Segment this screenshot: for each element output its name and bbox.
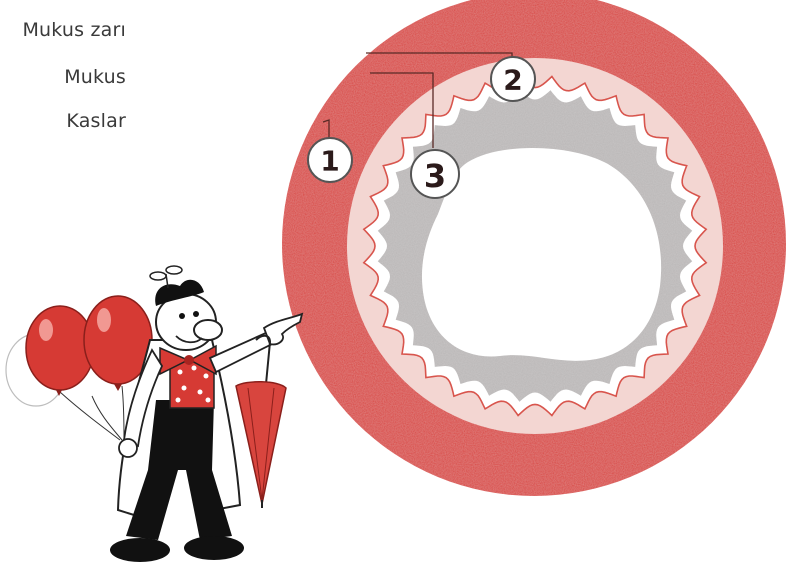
callout-1-number: 1 bbox=[320, 145, 339, 178]
callout-2: 2 bbox=[491, 57, 535, 101]
balloon-highlight bbox=[39, 319, 53, 341]
umbrella-icon bbox=[236, 336, 286, 508]
balloon-highlight bbox=[97, 308, 111, 332]
callout-1: 1 bbox=[308, 138, 352, 182]
callout-2-number: 2 bbox=[503, 64, 522, 97]
clown-shoe-left bbox=[110, 538, 170, 562]
clown-pointing-arm bbox=[210, 332, 272, 372]
balloon-knot bbox=[114, 384, 122, 391]
clown-eye bbox=[193, 311, 199, 317]
clown-left-hand bbox=[119, 439, 137, 457]
clown-mascot bbox=[6, 266, 302, 562]
bowtie-knot bbox=[184, 355, 194, 365]
clown-shoe-right bbox=[184, 536, 244, 560]
hat-propeller bbox=[150, 266, 182, 288]
callout-3-number: 3 bbox=[424, 157, 446, 195]
clown-eye bbox=[179, 313, 185, 319]
callout-3: 3 bbox=[411, 150, 459, 198]
clown-nose bbox=[194, 320, 222, 340]
balloon-strings bbox=[60, 386, 124, 440]
